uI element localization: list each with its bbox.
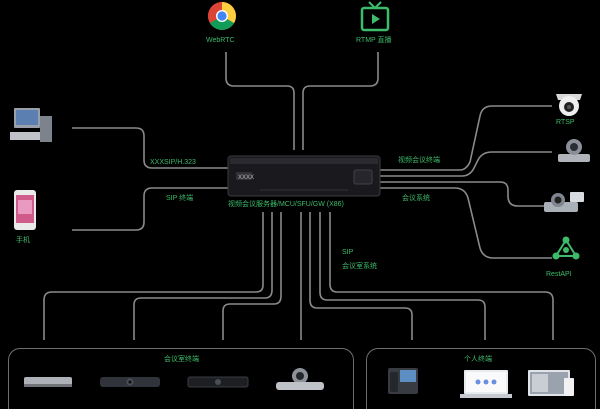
rtsp-label: RTSP — [556, 119, 575, 126]
hardware-codec-icon — [24, 377, 72, 387]
topology-diagram — [10, 1, 590, 398]
server-icon — [227, 155, 381, 197]
conference-camera-icon — [558, 139, 590, 162]
connection-lines — [43, 52, 554, 340]
diagram-stage: WebRTC RTMP 直播 XXXSIP/H.323 SIP 终端 手机 视频… — [8, 1, 596, 409]
chrome-icon — [208, 2, 236, 30]
conference-system-icon — [544, 192, 584, 212]
smartphone-icon — [14, 190, 36, 230]
browser-label: WebRTC — [206, 37, 235, 44]
dome-camera-icon — [556, 94, 582, 116]
ip-phone-icon — [388, 368, 418, 394]
sip-middle-label: SIP — [342, 249, 354, 256]
sip-terminal-link-label: SIP 终端 — [166, 195, 194, 202]
sip-h323-link-label: XXXSIP/H.323 — [150, 159, 196, 166]
server-caption: 视频会议服务器/MCU/SFU/GW (X86) — [228, 201, 344, 208]
video-bar-icon — [100, 377, 160, 387]
meeting-room-terminal-title: 会议室终端 — [164, 356, 199, 363]
tv-icon — [360, 1, 390, 32]
server-front-text: XXXX — [238, 175, 255, 181]
rtmp-label: RTMP 直播 — [356, 37, 392, 44]
meeting-room-terminal-group — [8, 348, 354, 409]
conference-terminal-link-label: 视频会议终端 — [398, 157, 440, 164]
desktop-computer-icon — [10, 108, 52, 142]
conference-system-link-label: 会议系统 — [402, 195, 430, 202]
personal-terminal-title: 个人终端 — [464, 356, 492, 363]
ptz-camera-icon — [276, 368, 324, 390]
personal-terminal-group — [366, 348, 596, 409]
phone-label: 手机 — [16, 237, 30, 244]
restapi-label: RestAPI — [546, 271, 572, 278]
api-network-icon — [552, 236, 580, 260]
laptop-icon — [460, 370, 512, 398]
soundbar-icon — [187, 376, 249, 388]
meeting-room-system-middle-label: 会议室系统 — [342, 263, 377, 270]
multi-screen-icon — [528, 370, 574, 396]
